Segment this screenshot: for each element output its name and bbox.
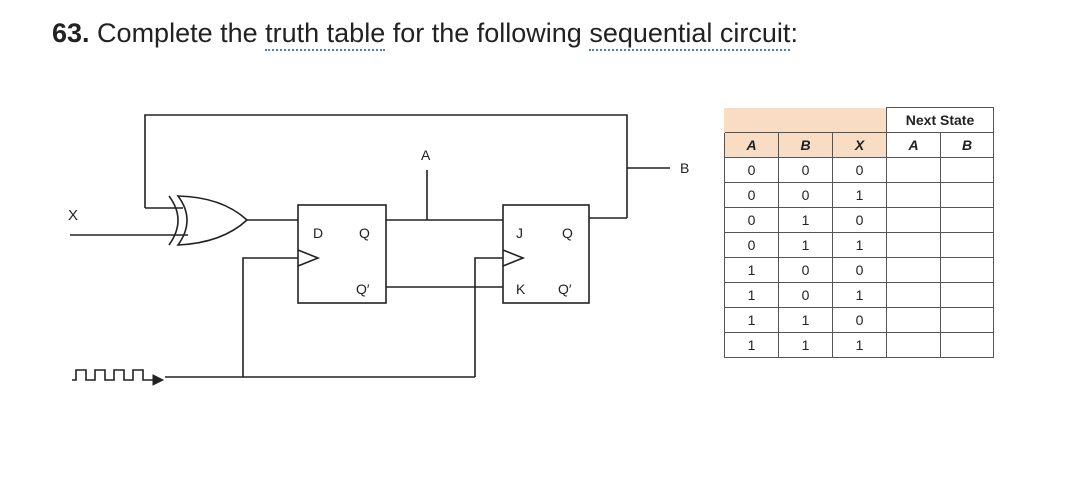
question-text-post: : [790, 18, 798, 48]
table-cell-b: 0 [778, 282, 833, 308]
question-number: 63. [52, 18, 90, 48]
table-header-row-1: Next State [724, 107, 994, 133]
answer-cell-next-a[interactable] [886, 157, 941, 183]
column-header-b: B [778, 132, 833, 158]
d-ff-q-label: Q [359, 225, 370, 241]
jk-flip-flop [502, 204, 590, 304]
clock-wire-ff2 [474, 257, 503, 377]
table-cell-x: 1 [832, 182, 887, 208]
answer-cell-next-b[interactable] [940, 257, 994, 283]
b-signal-label: B [680, 160, 689, 176]
inputs-header-blank [724, 107, 887, 133]
jk-ff-qbar-label: Q′ [558, 281, 572, 297]
table-cell-a: 1 [724, 282, 779, 308]
answer-cell-next-b[interactable] [940, 232, 994, 258]
j-input-label: J [516, 225, 523, 241]
clock-arrow-icon [152, 374, 165, 386]
column-header-next-b: B [940, 132, 994, 158]
sequential-circuit-link[interactable]: sequential circuit [589, 18, 791, 51]
answer-cell-next-a[interactable] [886, 307, 941, 333]
answer-cell-next-b[interactable] [940, 157, 994, 183]
table-cell-a: 1 [724, 332, 779, 358]
jk-ff-clock-triangle [502, 249, 526, 267]
table-cell-b: 1 [778, 307, 833, 333]
clock-pulse-icon [72, 369, 153, 381]
column-header-a: A [724, 132, 779, 158]
d-ff-clock-triangle [297, 249, 321, 267]
next-state-header: Next State [886, 107, 994, 133]
d-input-label: D [313, 225, 323, 241]
answer-cell-next-a[interactable] [886, 332, 941, 358]
table-cell-a: 1 [724, 307, 779, 333]
table-cell-b: 0 [778, 157, 833, 183]
table-cell-b: 1 [778, 232, 833, 258]
table-header-row-2: A B X A B [724, 132, 994, 158]
answer-cell-next-b[interactable] [940, 307, 994, 333]
table-cell-x: 1 [832, 332, 887, 358]
x-input-label: X [68, 207, 78, 224]
feedback-wire [144, 114, 628, 218]
table-cell-b: 0 [778, 182, 833, 208]
question-text-pre: Complete the [89, 18, 266, 48]
table-cell-b: 1 [778, 332, 833, 358]
circuit-diagram: X A B D Q Q′ J Q K Q′ [68, 114, 689, 386]
table-cell-x: 0 [832, 157, 887, 183]
table-cell-x: 0 [832, 257, 887, 283]
table-cell-b: 0 [778, 257, 833, 283]
table-cell-x: 1 [832, 232, 887, 258]
d-flip-flop [297, 204, 387, 304]
table-cell-a: 1 [724, 257, 779, 283]
jk-ff-q-label: Q [562, 225, 573, 241]
answer-cell-next-a[interactable] [886, 282, 941, 308]
table-cell-x: 0 [832, 307, 887, 333]
table-cell-a: 0 [724, 182, 779, 208]
table-cell-x: 1 [832, 282, 887, 308]
d-ff-qbar-label: Q′ [356, 281, 370, 297]
table-cell-a: 0 [724, 232, 779, 258]
truth-table-link[interactable]: truth table [265, 18, 386, 51]
xor-gate-back-curve [168, 195, 179, 246]
k-input-label: K [516, 281, 526, 297]
table-cell-b: 1 [778, 207, 833, 233]
clock-wire-ff1 [242, 257, 298, 377]
answer-cell-next-a[interactable] [886, 232, 941, 258]
question-text-mid: for the following [385, 18, 590, 48]
table-cell-x: 0 [832, 207, 887, 233]
table-cell-a: 0 [724, 157, 779, 183]
a-signal-label: A [421, 147, 431, 163]
answer-cell-next-b[interactable] [940, 332, 994, 358]
answer-cell-next-b[interactable] [940, 282, 994, 308]
xor-gate [176, 195, 249, 246]
column-header-next-a: A [886, 132, 941, 158]
question-title: 63. Complete the truth table for the fol… [52, 18, 798, 51]
table-cell-a: 0 [724, 207, 779, 233]
answer-cell-next-b[interactable] [940, 182, 994, 208]
answer-cell-next-a[interactable] [886, 207, 941, 233]
answer-cell-next-a[interactable] [886, 257, 941, 283]
column-header-x: X [832, 132, 887, 158]
answer-cell-next-b[interactable] [940, 207, 994, 233]
answer-cell-next-a[interactable] [886, 182, 941, 208]
